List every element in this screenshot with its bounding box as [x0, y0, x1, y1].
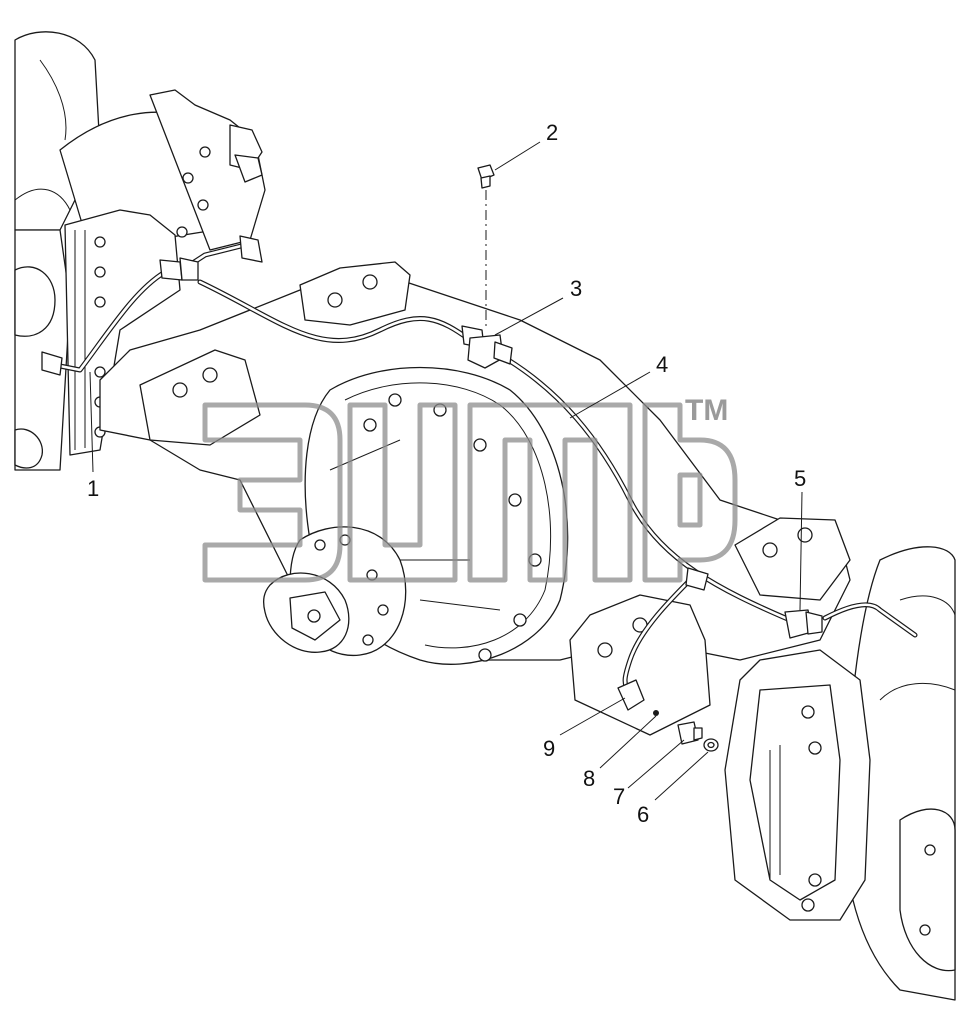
differential-carrier	[263, 366, 569, 665]
brake-tube-right	[822, 602, 918, 638]
callout-8: 8	[583, 766, 595, 791]
watermark-logo: TM	[202, 394, 738, 583]
callout-7: 7	[613, 784, 625, 809]
callout-4: 4	[656, 352, 668, 377]
parts-6-7-8	[653, 710, 719, 752]
callout-labels: 1 2 3 4 5 6 7 8 9	[87, 120, 806, 827]
trademark-symbol: TM	[685, 394, 728, 427]
callout-3: 3	[570, 276, 582, 301]
callout-5: 5	[794, 466, 806, 491]
bolt-2	[477, 164, 495, 330]
callout-2: 2	[546, 120, 558, 145]
brake-tube-9	[617, 567, 709, 711]
fittings	[159, 235, 823, 639]
left-brake-assembly	[14, 31, 266, 471]
callout-leaders	[89, 141, 803, 801]
callout-6: 6	[637, 802, 649, 827]
callout-1: 1	[87, 476, 99, 501]
callout-9: 9	[543, 736, 555, 761]
right-brake-assembly	[724, 546, 956, 1001]
brake-tube-1	[41, 265, 188, 376]
